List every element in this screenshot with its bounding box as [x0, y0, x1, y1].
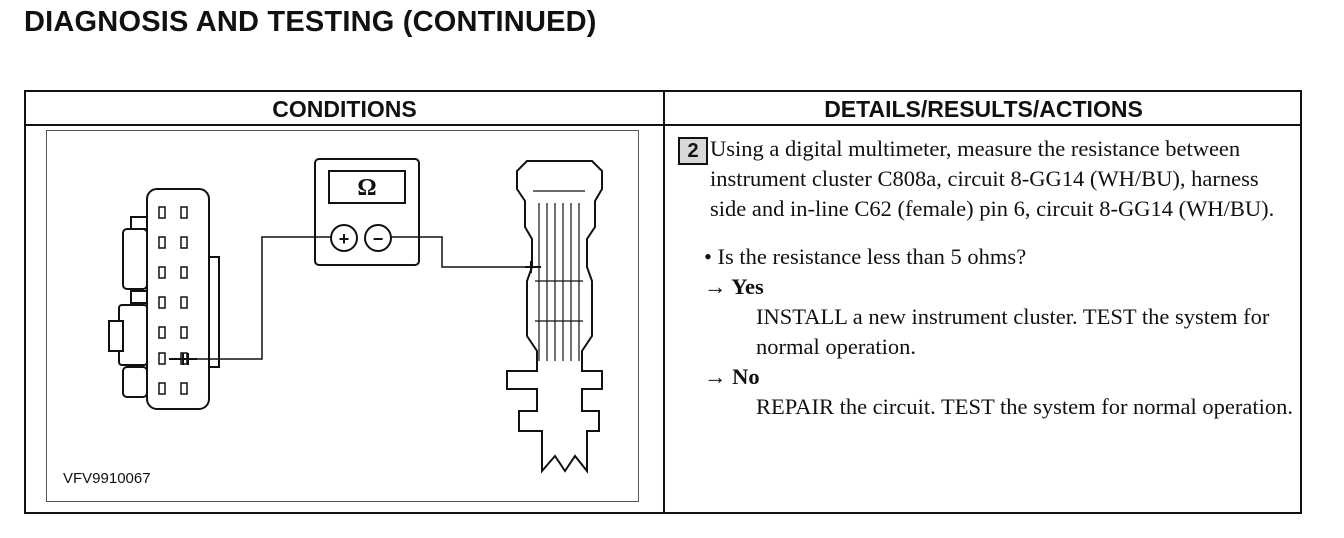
- plus-icon: +: [339, 229, 350, 249]
- step-instruction: 2 Using a digital multimeter, measure th…: [678, 134, 1298, 224]
- positive-lead: [197, 236, 331, 360]
- instruction-text: Using a digital multimeter, measure the …: [710, 136, 1275, 221]
- connector-wires: [533, 190, 585, 361]
- multimeter: [314, 158, 420, 266]
- yes-action: INSTALL a new instrument cluster. TEST t…: [756, 304, 1270, 359]
- column-divider: [663, 92, 665, 512]
- question-text: • Is the resistance less than 5 ohms?: [704, 244, 1027, 269]
- probe-left: [169, 353, 197, 365]
- no-action: REPAIR the circuit. TEST the system for …: [756, 394, 1294, 419]
- ohm-symbol: Ω: [357, 175, 376, 201]
- no-label: → No: [704, 364, 760, 389]
- connector-pins: [158, 206, 188, 395]
- conditions-header: CONDITIONS: [272, 96, 417, 122]
- probe-right: [525, 261, 541, 273]
- page-title: DIAGNOSIS AND TESTING (CONTINUED): [24, 6, 597, 38]
- minus-icon: −: [373, 229, 384, 249]
- negative-lead: [391, 236, 529, 268]
- details-header: DETAILS/RESULTS/ACTIONS: [824, 96, 1143, 122]
- figure-id: VFV9910067: [63, 470, 151, 487]
- diagnosis-table: CONDITIONS DETAILS/RESULTS/ACTIONS: [24, 90, 1302, 514]
- conditions-figure: Ω + −: [46, 130, 639, 502]
- details-column: 2 Using a digital multimeter, measure th…: [678, 134, 1298, 422]
- yes-label: → Yes: [704, 274, 764, 299]
- step-number-badge: 2: [678, 137, 708, 165]
- test-diagram: Ω + −: [108, 158, 603, 474]
